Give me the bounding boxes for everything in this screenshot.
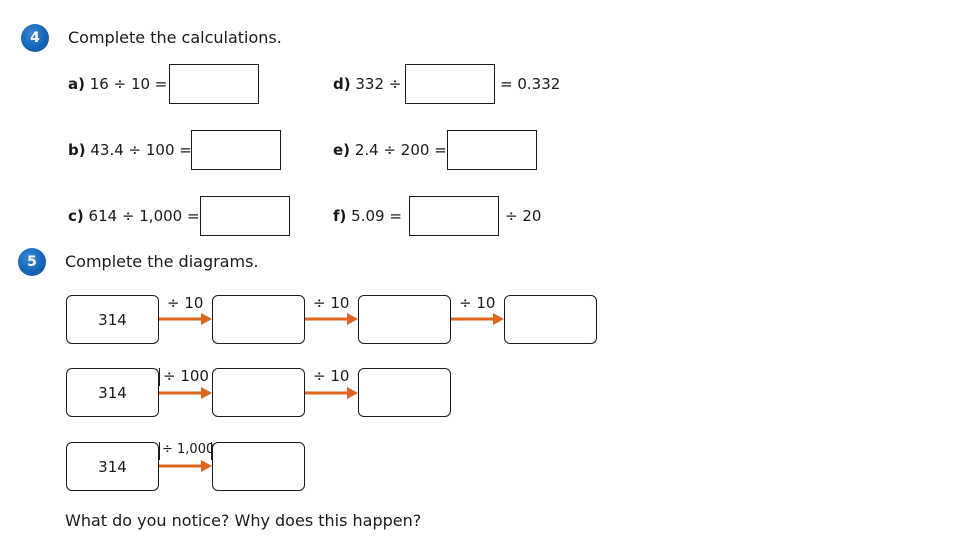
item-c-expression: 614 ÷ 1,000 = xyxy=(88,207,200,225)
item-d-text: d) 332 ÷ xyxy=(333,74,401,94)
diagram-1-answer-box-1[interactable] xyxy=(212,295,305,344)
item-a-label: a) xyxy=(68,75,85,93)
diagram-3-start-box: 314 xyxy=(66,442,159,491)
item-b-answer-box[interactable] xyxy=(191,130,281,170)
diagram-1-answer-box-2[interactable] xyxy=(358,295,451,344)
diagram-2-answer-box-1[interactable] xyxy=(212,368,305,417)
item-b-label: b) xyxy=(68,141,86,159)
diagram-1-op-2: ÷ 10 xyxy=(313,294,350,312)
item-e-label: e) xyxy=(333,141,351,159)
diagram-1-start-box: 314 xyxy=(66,295,159,344)
item-c-label: c) xyxy=(68,207,84,225)
item-f-text: f) 5.09 = xyxy=(333,206,402,226)
item-d-result: = 0.332 xyxy=(500,75,561,93)
item-a-answer-box[interactable] xyxy=(169,64,259,104)
diagram-3-op-1: ÷ 1,000 xyxy=(162,442,215,457)
reflection-question: What do you notice? Why does this happen… xyxy=(65,511,422,530)
question-4-title: Complete the calculations. xyxy=(68,28,282,47)
diagram-2-divider xyxy=(159,368,160,386)
diagram-2-start-box: 314 xyxy=(66,368,159,417)
item-c-text: c) 614 ÷ 1,000 = xyxy=(68,206,200,226)
diagram-2-answer-box-2[interactable] xyxy=(358,368,451,417)
diagram-3-divider-left xyxy=(159,442,160,460)
item-e-expression: 2.4 ÷ 200 = xyxy=(354,141,447,159)
item-a-expression: 16 ÷ 10 = xyxy=(89,75,168,93)
item-e-answer-box[interactable] xyxy=(447,130,537,170)
item-d-expression: 332 ÷ xyxy=(355,75,402,93)
diagram-2-op-1: ÷ 100 xyxy=(163,367,209,385)
diagram-1-arrow-2 xyxy=(305,313,358,325)
diagram-3-answer-box-1[interactable] xyxy=(212,442,305,491)
diagram-2-op-2: ÷ 10 xyxy=(313,367,350,385)
diagram-1-op-3: ÷ 10 xyxy=(459,294,496,312)
diagram-1-arrow-3 xyxy=(451,313,504,325)
diagram-1-arrow-1 xyxy=(159,313,212,325)
item-f-label: f) xyxy=(333,207,347,225)
question-5-badge: 5 xyxy=(18,248,46,276)
diagram-2-arrow-1 xyxy=(159,387,212,399)
diagram-3-arrow-1 xyxy=(159,460,212,472)
item-b-text: b) 43.4 ÷ 100 = xyxy=(68,140,192,160)
diagram-1-answer-box-3[interactable] xyxy=(504,295,597,344)
diagram-3-divider-right xyxy=(211,442,212,460)
question-4-badge: 4 xyxy=(21,24,49,52)
item-b-expression: 43.4 ÷ 100 = xyxy=(90,141,192,159)
item-a-text: a) 16 ÷ 10 = xyxy=(68,74,167,94)
item-f-expression: 5.09 = xyxy=(351,207,402,225)
item-d-label: d) xyxy=(333,75,351,93)
item-c-answer-box[interactable] xyxy=(200,196,290,236)
item-f-result: ÷ 20 xyxy=(505,207,542,225)
item-d-answer-box[interactable] xyxy=(405,64,495,104)
diagram-1-op-1: ÷ 10 xyxy=(167,294,204,312)
item-f-answer-box[interactable] xyxy=(409,196,499,236)
question-5-title: Complete the diagrams. xyxy=(65,252,259,271)
item-e-text: e) 2.4 ÷ 200 = xyxy=(333,140,447,160)
diagram-2-arrow-2 xyxy=(305,387,358,399)
